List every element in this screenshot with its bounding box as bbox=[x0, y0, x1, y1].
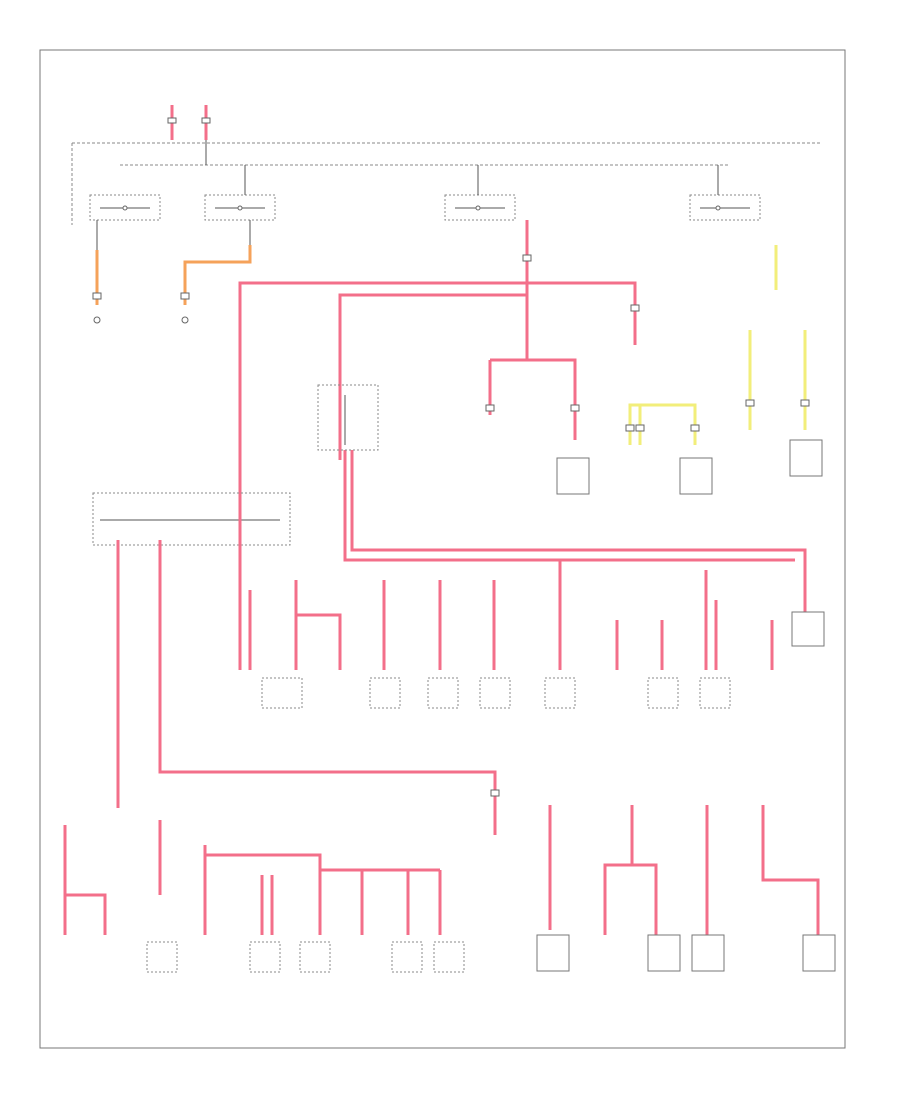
main-power-bus bbox=[238, 220, 807, 615]
relay-box bbox=[317, 384, 379, 451]
yellow-wires bbox=[625, 245, 810, 445]
ground-wire-second bbox=[180, 220, 252, 324]
fuse-block bbox=[92, 492, 291, 546]
ground-wire-left bbox=[92, 220, 102, 324]
middle-component-row bbox=[261, 611, 825, 709]
switch-block-1 bbox=[89, 194, 161, 221]
component-box-a bbox=[556, 457, 590, 495]
component-box-b bbox=[679, 457, 713, 495]
middle-branches bbox=[238, 500, 774, 670]
bottom-component-row bbox=[146, 934, 836, 973]
component-box-c bbox=[789, 439, 823, 477]
switch-block-3 bbox=[444, 194, 516, 221]
lower-feed bbox=[116, 540, 500, 835]
ignition-switch bbox=[71, 105, 820, 225]
switch-block-2 bbox=[204, 194, 276, 221]
bottom-branches bbox=[63, 805, 820, 935]
diagram-frame bbox=[39, 49, 846, 1049]
switch-block-4 bbox=[689, 194, 761, 221]
